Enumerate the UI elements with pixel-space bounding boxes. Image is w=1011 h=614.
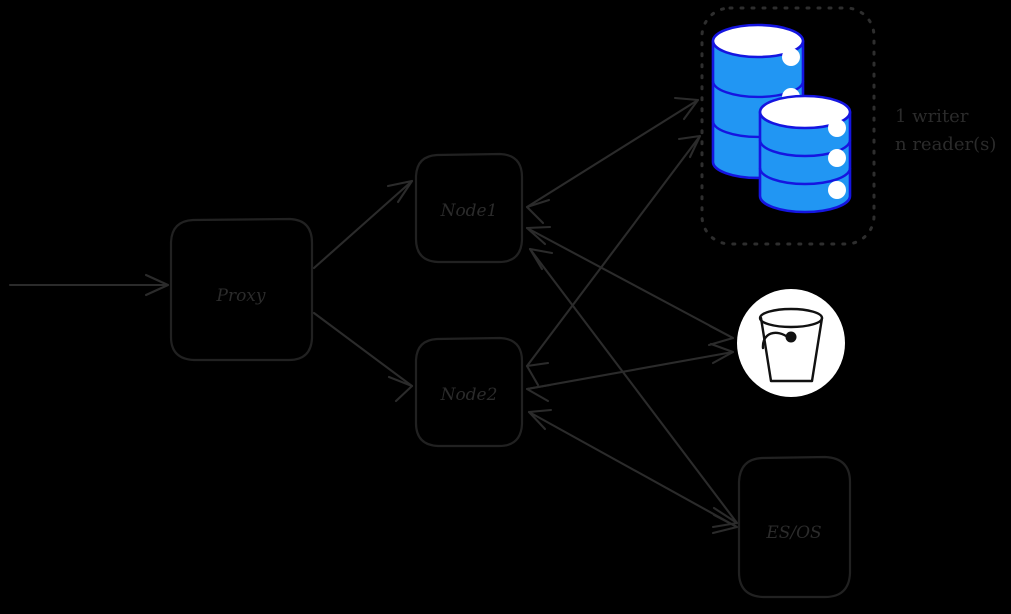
node2-label: Node2 <box>440 385 498 405</box>
database-annotation: 1 writer n reader(s) <box>895 106 996 155</box>
edge-proxy-to-node1 <box>312 179 414 270</box>
annotation-line-2: n reader(s) <box>895 134 996 155</box>
edge-node2-database <box>525 134 702 387</box>
edge-node2-esos <box>527 408 739 535</box>
edge-node1-esos <box>528 247 739 529</box>
edge-node1-database <box>525 96 700 225</box>
database-group[interactable] <box>700 6 876 246</box>
edge-proxy-to-node2 <box>312 311 414 403</box>
bucket-background-circle <box>737 289 845 397</box>
esos-label: ES/OS <box>765 523 821 543</box>
node1-label: Node1 <box>440 201 498 221</box>
proxy-label: Proxy <box>216 286 266 306</box>
edge-node2-bucket <box>525 342 735 403</box>
incoming-request-arrow <box>8 273 170 297</box>
object-storage-bucket[interactable] <box>737 289 845 397</box>
node2[interactable]: Node2 <box>414 336 524 448</box>
database-reader-icon <box>758 94 852 214</box>
database-group-border <box>700 6 876 246</box>
annotation-line-1: 1 writer <box>895 106 969 127</box>
node1[interactable]: Node1 <box>414 152 524 264</box>
proxy-node[interactable]: Proxy <box>169 217 314 362</box>
edge-node1-bucket <box>525 225 735 347</box>
esos-node[interactable]: ES/OS <box>737 455 852 599</box>
bucket-icon <box>758 307 824 383</box>
